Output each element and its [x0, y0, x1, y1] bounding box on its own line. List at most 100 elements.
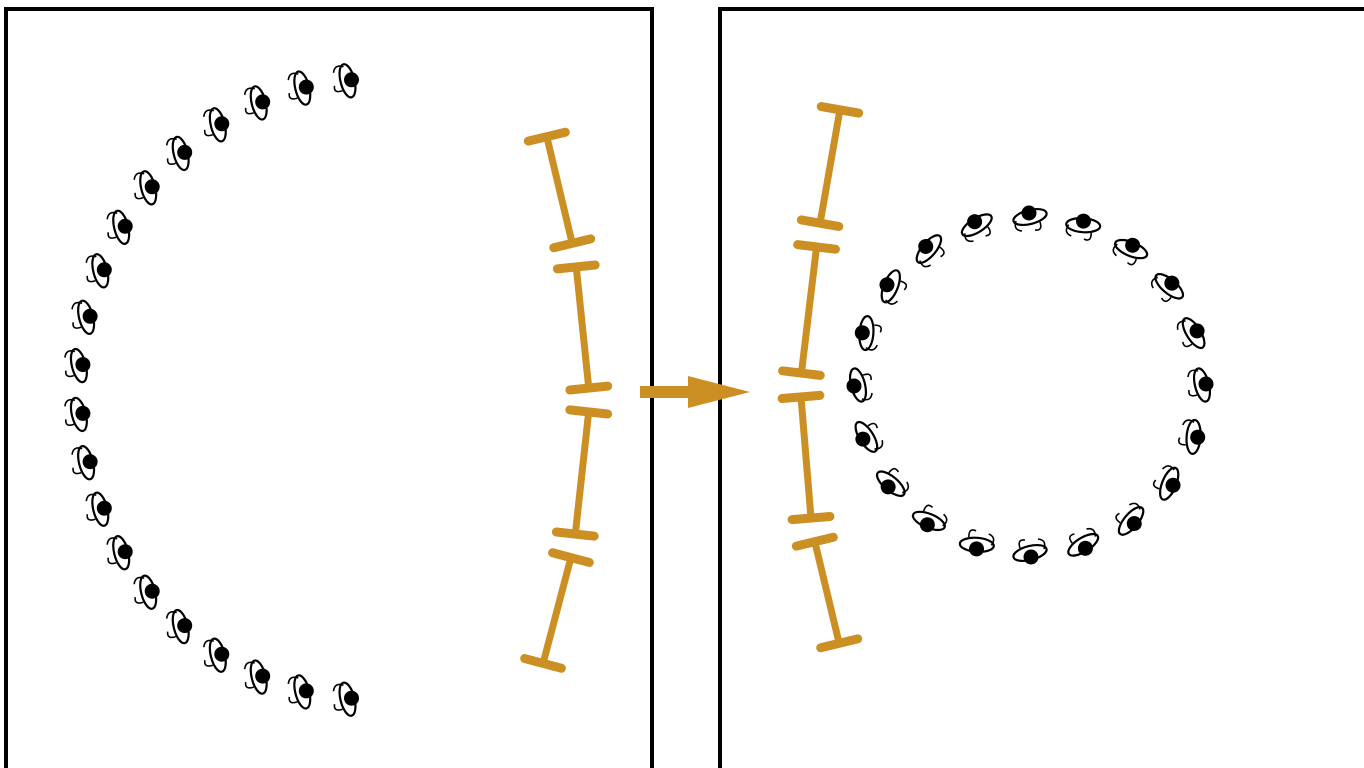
- performer-prop: [133, 172, 145, 200]
- arrow-head: [688, 376, 750, 408]
- performer-head: [255, 94, 271, 110]
- performer-prop: [203, 109, 215, 137]
- performer-prop: [165, 137, 177, 166]
- performer-head: [75, 405, 91, 421]
- barrier-cap: [552, 260, 600, 274]
- performer-prop: [885, 280, 908, 305]
- performer-prop: [332, 65, 344, 93]
- performer: [287, 70, 314, 106]
- performer-prop: [85, 255, 97, 283]
- performer-prop: [243, 661, 255, 689]
- performer-head: [75, 357, 91, 373]
- performer-prop: [1176, 320, 1193, 348]
- performer-head: [1190, 429, 1206, 445]
- barrier-segment: [552, 260, 613, 395]
- barrier-cap: [791, 532, 838, 551]
- performer: [133, 170, 160, 206]
- panel-before: [64, 63, 613, 717]
- performer-head: [1077, 540, 1093, 556]
- performer-prop: [963, 226, 991, 243]
- performer-prop: [1187, 369, 1199, 397]
- performer-prop: [968, 529, 995, 546]
- performer: [64, 347, 91, 384]
- performer-head: [344, 690, 359, 706]
- performer: [71, 445, 98, 481]
- performer-prop: [243, 87, 255, 115]
- performer-head: [117, 544, 133, 560]
- barrier-segment: [777, 390, 835, 525]
- performer-prop: [71, 447, 83, 475]
- performer-prop: [922, 504, 948, 527]
- performer-prop: [133, 576, 145, 604]
- performer: [1177, 418, 1206, 455]
- performer: [203, 107, 230, 143]
- performer-prop: [287, 72, 299, 100]
- performer-prop: [106, 211, 118, 239]
- performer-head: [96, 262, 112, 278]
- barrier-cap: [787, 511, 835, 525]
- barrier-cap: [520, 654, 566, 673]
- performer-prop: [64, 398, 76, 427]
- performer-head: [1125, 237, 1141, 253]
- performer: [71, 299, 98, 335]
- performer-head: [117, 218, 133, 234]
- barrier-cap: [549, 234, 596, 253]
- performer-head: [298, 683, 314, 699]
- barrier-cap: [816, 102, 864, 118]
- barrier: [520, 127, 613, 673]
- performer-prop: [888, 467, 910, 494]
- panel-after: [777, 102, 1214, 653]
- performer: [911, 504, 948, 533]
- performer-prop: [1112, 243, 1138, 266]
- barrier-cap: [565, 405, 613, 419]
- barrier-cap: [816, 634, 863, 653]
- performer: [1152, 465, 1181, 501]
- performer-prop: [165, 611, 177, 639]
- performer-prop: [64, 350, 76, 378]
- barrier-segment: [520, 548, 594, 673]
- performer: [64, 396, 91, 433]
- barrier-cap: [777, 390, 825, 404]
- performer-head: [298, 79, 314, 95]
- performer: [1187, 367, 1214, 403]
- panel-before-frame: [4, 7, 654, 768]
- performer-head: [1021, 205, 1037, 221]
- performer-head: [969, 541, 985, 557]
- performer-head: [96, 500, 112, 516]
- performer-head: [1198, 376, 1214, 392]
- performer-head: [919, 517, 935, 533]
- performer-head: [1126, 516, 1142, 532]
- performer-prop: [85, 493, 97, 521]
- performer-head: [1023, 549, 1039, 565]
- barrier-cap: [796, 215, 844, 231]
- performer: [332, 681, 359, 717]
- performer: [915, 234, 945, 268]
- barrier-segment: [791, 532, 863, 653]
- performer-prop: [865, 324, 883, 351]
- performer-prop: [1065, 224, 1092, 241]
- performer-prop: [71, 301, 83, 329]
- barrier-cap: [523, 127, 570, 146]
- performer: [1012, 538, 1048, 565]
- barrier-cap: [565, 381, 613, 395]
- performer-head: [214, 116, 230, 132]
- barrier-cap: [548, 548, 594, 567]
- performer-head: [854, 325, 870, 341]
- performer: [879, 269, 908, 305]
- performer: [846, 367, 873, 403]
- barrier-cap: [793, 240, 840, 254]
- performer-head: [1165, 477, 1181, 493]
- barrier-cap: [551, 527, 599, 541]
- performer-head: [846, 378, 862, 394]
- performer-prop: [861, 373, 873, 401]
- performer: [854, 315, 883, 352]
- performer-prop: [1115, 502, 1141, 524]
- performer: [165, 608, 193, 645]
- performer-prop: [287, 676, 299, 704]
- performer-prop: [1152, 465, 1175, 490]
- performer-head: [255, 668, 271, 684]
- performer: [958, 529, 995, 557]
- barrier-segment: [551, 405, 613, 541]
- barrier-segment: [523, 127, 596, 253]
